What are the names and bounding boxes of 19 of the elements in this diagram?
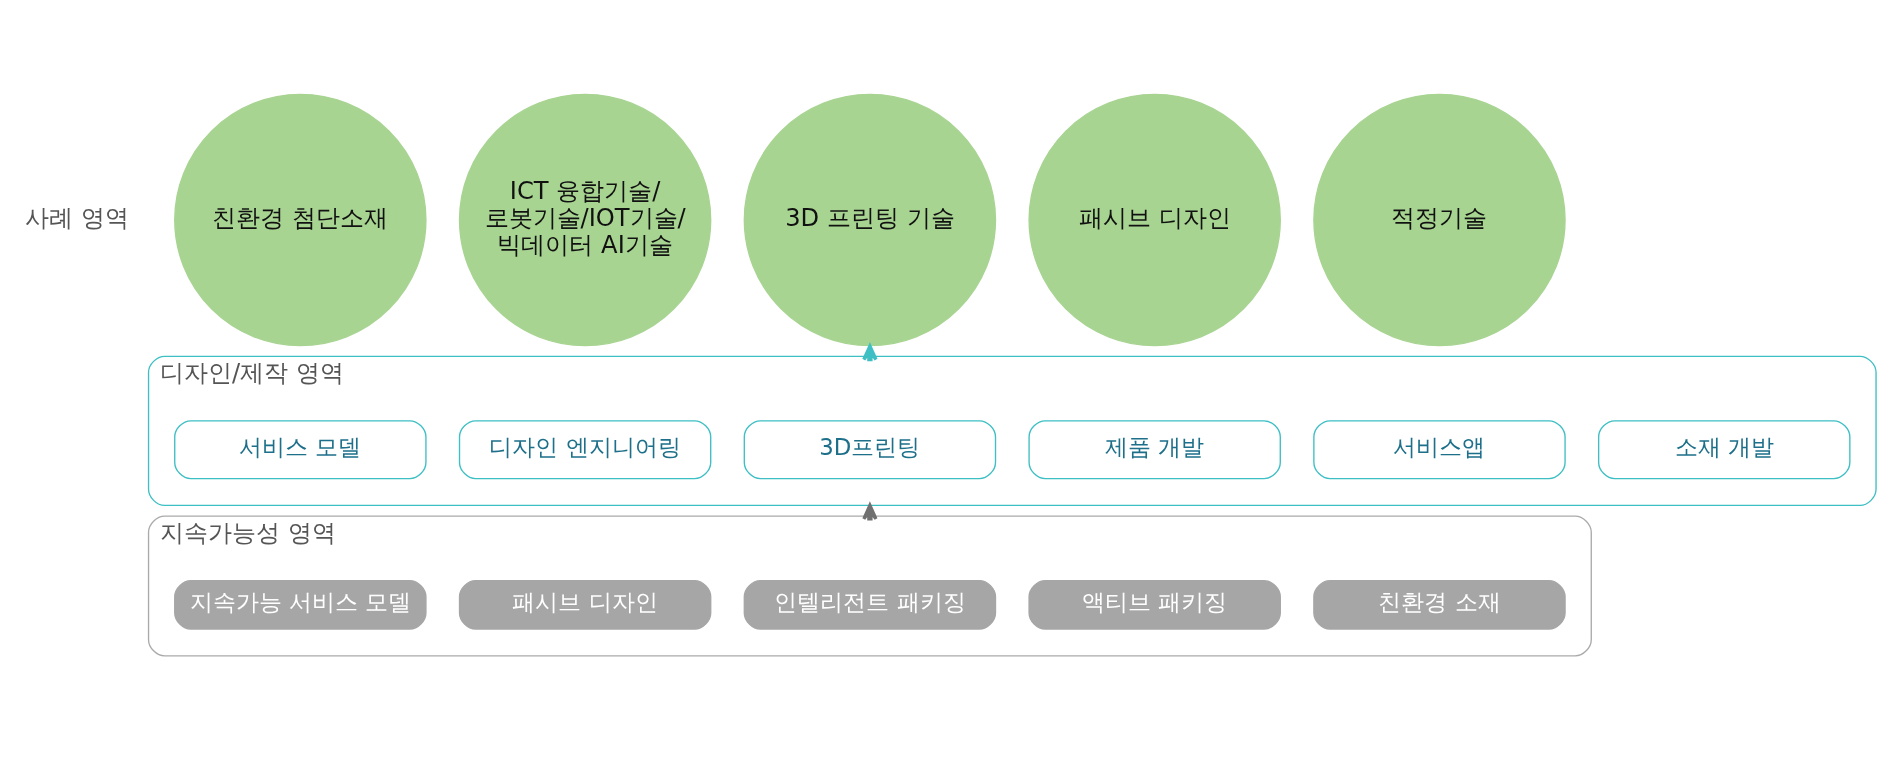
node-box: 디자인 엔지니어링 [458, 419, 712, 479]
node-box: 액티브 패키징 [1028, 579, 1281, 630]
arrow [862, 503, 878, 521]
node-box: 친환경 소재 [1313, 579, 1566, 630]
node-circle: 3D 프린팅 기술 [743, 93, 997, 346]
node-circle: ICT 융합기술/ 로봇기술/IOT기술/ 빅데이터 AI기술 [458, 93, 712, 346]
node-box: 서비스 모델 [174, 419, 427, 479]
node-circle: 적정기술 [1313, 93, 1566, 346]
node-box: 인텔리전트 패키징 [743, 579, 997, 630]
node-box: 지속가능 서비스 모델 [174, 579, 427, 630]
node-circle: 친환경 첨단소재 [174, 93, 427, 346]
node-box: 서비스앱 [1313, 419, 1566, 479]
arrow [862, 343, 878, 361]
node-box: 패시브 디자인 [458, 579, 712, 630]
node-box: 소재 개발 [1598, 419, 1851, 479]
node-box: 3D프린팅 [743, 419, 997, 479]
node-circle: 패시브 디자인 [1028, 93, 1281, 346]
node-box: 제품 개발 [1028, 419, 1281, 479]
label: 사례 영역 [25, 203, 130, 232]
